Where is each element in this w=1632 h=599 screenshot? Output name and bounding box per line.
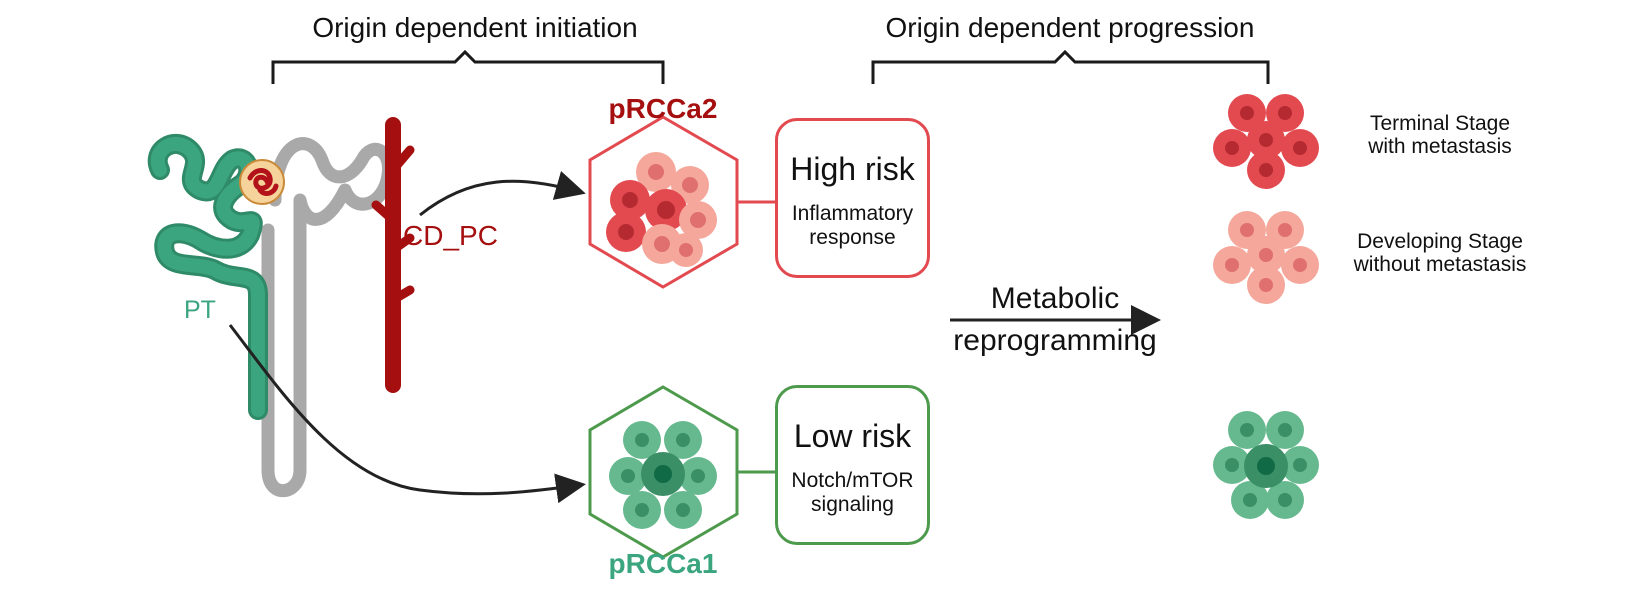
progression-bracket (871, 49, 1270, 84)
progression-title: Origin dependent progression (885, 12, 1255, 43)
pt-to-prcca1-arrow (228, 324, 586, 504)
glomerulus (239, 159, 285, 205)
cd-pc-label: CD_PC (403, 220, 498, 251)
developing-stage-cluster (1213, 211, 1319, 304)
terminal-stage-cluster (1213, 94, 1319, 189)
terminal-stage-line2: with metastasis (1368, 135, 1512, 158)
low-risk-feature-line2: signaling (811, 493, 894, 516)
developing-stage-line2: without metastasis (1353, 253, 1527, 276)
high-risk-box: High risk Inflammatory response (775, 118, 930, 278)
terminal-stage-line1: Terminal Stage (1369, 112, 1511, 135)
high-risk-title: High risk (790, 151, 915, 187)
low-risk-stage-cluster (1213, 411, 1319, 519)
low-risk-title: Low risk (793, 418, 912, 454)
prcca1-label: pRCCa1 (608, 548, 718, 579)
high-risk-feature-line1: Inflammatory (791, 202, 914, 225)
initiation-bracket (271, 49, 665, 84)
collecting-duct (371, 117, 415, 393)
cd-to-prcca2-arrow (419, 171, 586, 217)
loop-of-henle (261, 137, 395, 498)
low-risk-feature-line1: Notch/mTOR (791, 469, 914, 492)
prcca1-cell-cluster (609, 421, 717, 529)
initiation-title: Origin dependent initiation (312, 12, 638, 43)
metabolic-label-line1: Metabolic (990, 282, 1120, 315)
low-risk-box: Low risk Notch/mTOR signaling (775, 385, 930, 545)
high-risk-feature-line2: response (809, 226, 896, 249)
pt-label: PT (184, 296, 216, 324)
developing-stage-line1: Developing Stage (1357, 230, 1523, 253)
prcca2-label: pRCCa2 (608, 93, 718, 124)
metabolic-label-line2: reprogramming (953, 324, 1157, 357)
prcca2-cell-cluster (606, 152, 717, 267)
